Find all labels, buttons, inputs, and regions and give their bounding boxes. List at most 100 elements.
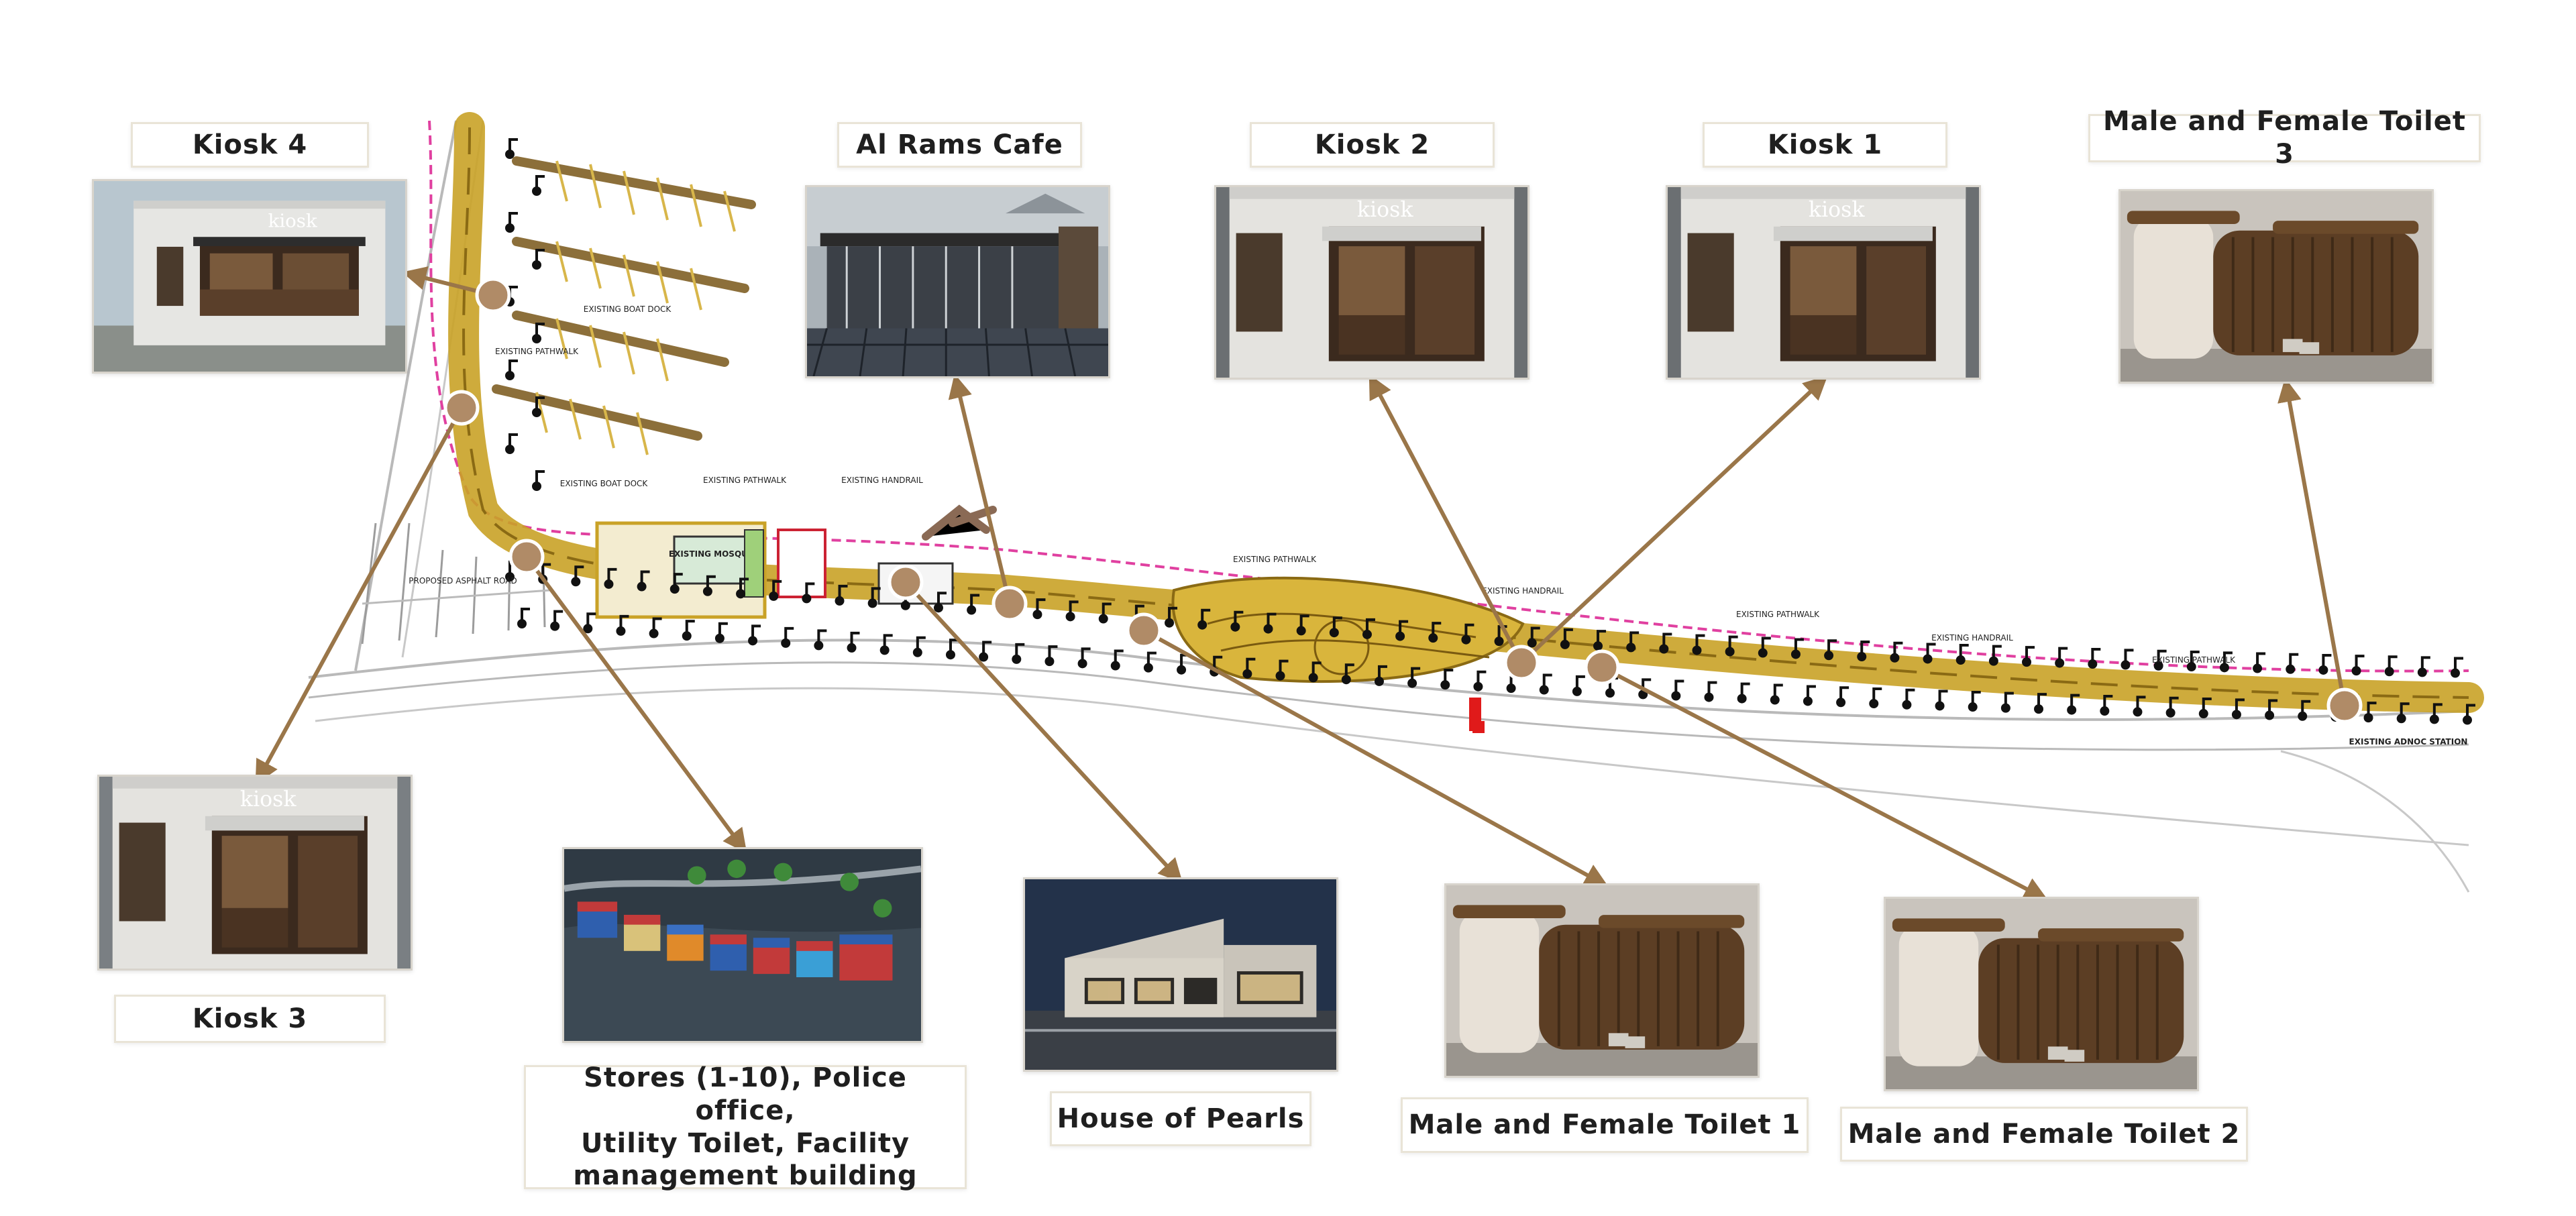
street-lamp-icon xyxy=(532,249,545,270)
location-marker-kiosk-3[interactable] xyxy=(443,390,480,426)
label-kiosk-3: Kiosk 3 xyxy=(114,995,386,1043)
street-lamp-icon xyxy=(1539,673,1552,695)
street-lamp-icon xyxy=(1704,681,1717,702)
street-lamp-icon xyxy=(532,470,545,491)
street-lamp-icon xyxy=(583,612,596,634)
street-lamp-icon xyxy=(1626,631,1640,653)
leader-arrow-toilet-1 xyxy=(1142,628,1609,887)
landscaped-plaza xyxy=(1171,576,1525,683)
street-lamp-icon xyxy=(2186,651,2200,672)
leader-arrow-al-rams-cafe xyxy=(948,374,1012,604)
street-lamp-icon xyxy=(532,175,545,196)
street-lamp-icon xyxy=(1737,682,1750,704)
street-lamp-icon xyxy=(1935,689,1948,711)
street-lamp-icon xyxy=(1308,661,1322,683)
street-lamp-icon xyxy=(1065,600,1079,622)
street-lamp-icon xyxy=(748,624,761,646)
label-existing-pathwalk: EXISTING PATHWALK xyxy=(495,347,579,356)
street-lamp-icon xyxy=(1692,634,1705,655)
boat-dock-piers xyxy=(492,156,756,441)
street-lamp-icon xyxy=(1869,687,1882,709)
street-lamp-icon xyxy=(2165,696,2179,718)
location-marker-kiosk-4[interactable] xyxy=(475,277,511,313)
photo-kiosk-2: kiosk xyxy=(1214,185,1529,380)
street-lamp-icon xyxy=(2253,652,2266,673)
street-lamp-icon xyxy=(2219,651,2233,673)
photo-stores xyxy=(562,847,923,1043)
street-lamp-icon xyxy=(912,636,926,657)
location-marker-al-rams-cafe[interactable] xyxy=(888,564,924,600)
street-lamp-icon xyxy=(1263,612,1277,634)
dock-platform xyxy=(922,504,997,541)
street-lamp-icon xyxy=(1329,616,1342,638)
street-lamp-icon xyxy=(1770,683,1783,705)
location-marker-stores[interactable] xyxy=(508,539,545,575)
street-lamp-icon xyxy=(2231,698,2245,720)
label-existing-boat-dock: EXISTING BOAT DOCK xyxy=(584,305,672,314)
street-lamp-icon xyxy=(835,584,848,606)
street-lamp-icon xyxy=(933,592,947,613)
label-house-of-pearls: House of Pearls xyxy=(1050,1091,1311,1146)
street-lamp-icon xyxy=(1374,665,1387,686)
street-lamp-icon xyxy=(1296,614,1309,636)
leader-arrow-kiosk-1 xyxy=(1519,375,1828,665)
leader-arrow-house-of-pearls xyxy=(904,580,1183,883)
street-lamp-icon xyxy=(2055,647,2068,668)
street-lamp-icon xyxy=(550,610,564,631)
street-lamp-icon xyxy=(979,641,992,662)
leader-arrow-stores xyxy=(525,555,747,854)
street-lamp-icon xyxy=(1440,669,1454,690)
green-strip xyxy=(744,529,764,598)
location-marker-toilet-3[interactable] xyxy=(2326,687,2363,724)
street-lamp-icon xyxy=(2153,649,2167,671)
street-lamp-icon xyxy=(2429,703,2443,724)
street-lamp-icon xyxy=(1725,635,1738,657)
street-lamp-icon xyxy=(571,565,584,587)
street-lamp-icon xyxy=(867,587,881,608)
leader-arrow-toilet-2 xyxy=(1601,665,2048,901)
street-lamp-icon xyxy=(1362,618,1375,639)
street-lamp-icon xyxy=(702,575,716,596)
street-lamp-icon xyxy=(1671,679,1684,701)
location-marker-house-of-pearls[interactable] xyxy=(991,586,1028,622)
street-lamp-icon xyxy=(1955,644,1969,665)
street-lamp-icon xyxy=(1593,630,1607,651)
location-marker-toilet-2[interactable] xyxy=(1584,649,1620,685)
kiosk-signage-text: kiosk xyxy=(268,211,317,232)
photo-kiosk-1: kiosk xyxy=(1666,185,1981,380)
label-kiosk-1: Kiosk 1 xyxy=(1703,122,1947,168)
leader-arrows xyxy=(255,266,2347,901)
location-marker-kiosk-2[interactable] xyxy=(1503,645,1540,681)
street-lamp-icon xyxy=(736,577,749,599)
location-marker-toilet-1[interactable] xyxy=(1126,612,1162,649)
street-lamp-icon xyxy=(1242,657,1256,679)
red-marker xyxy=(1472,721,1485,733)
site-boundary xyxy=(428,120,2469,673)
street-lamp-icon xyxy=(532,396,545,417)
street-lamp-icon xyxy=(2351,655,2365,676)
street-lamp-icon xyxy=(2100,695,2113,716)
building-outline xyxy=(777,529,826,598)
label-toilet-1: Male and Female Toilet 1 xyxy=(1401,1097,1809,1153)
street-lamp-icon xyxy=(1143,651,1157,673)
street-lamp-icon xyxy=(637,570,650,592)
street-lamp-icon xyxy=(2363,702,2377,723)
label-existing-handrail: EXISTING HANDRAIL xyxy=(841,476,923,485)
street-lamp-icon xyxy=(1790,638,1804,659)
label-kiosk-4: Kiosk 4 xyxy=(131,122,369,168)
label-toilet-2: Male and Female Toilet 2 xyxy=(1840,1107,2248,1162)
street-lamp-icon xyxy=(1659,632,1672,654)
street-lamp-icon xyxy=(2463,704,2475,725)
street-lamp-icon xyxy=(2396,702,2410,724)
road-outline xyxy=(2280,750,2470,893)
street-lamp-icon xyxy=(1890,641,1903,663)
street-lamp-icon xyxy=(532,323,545,343)
street-lamp-icon xyxy=(1923,643,1936,664)
street-lamp-icon xyxy=(1824,639,1837,661)
street-lamp-icon xyxy=(1527,626,1540,648)
street-lamp-icon xyxy=(1341,663,1354,685)
label-proposed-asphalt-road: PROPOSED ASPHALT ROAD xyxy=(409,576,517,586)
street-lamp-icon xyxy=(1988,645,2002,666)
street-lamp-icon xyxy=(2265,699,2278,720)
